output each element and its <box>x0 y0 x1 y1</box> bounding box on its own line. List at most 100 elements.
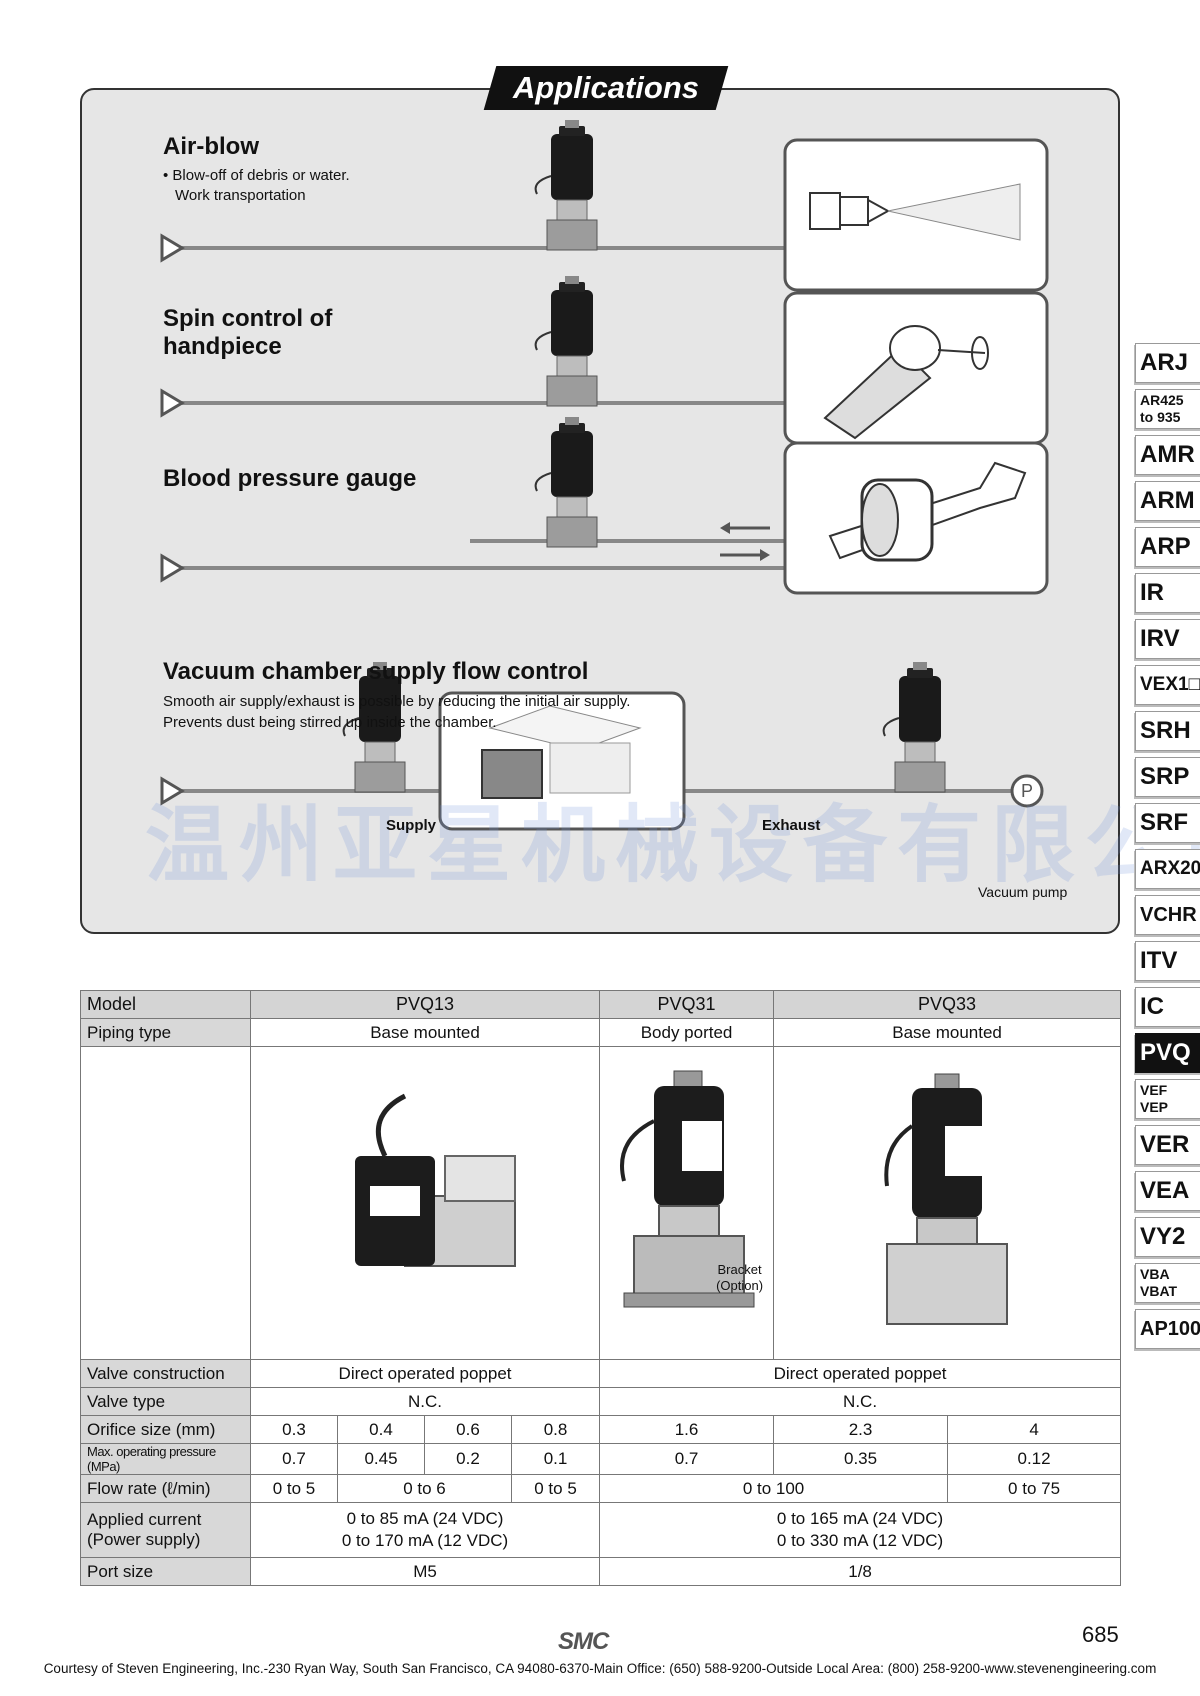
table-row-piping: Piping type Base mounted Body ported Bas… <box>80 1018 1122 1047</box>
model-pvq33: PVQ33 <box>773 990 1122 1019</box>
tab-arx20[interactable]: ARX20 <box>1135 849 1200 889</box>
tab-ir[interactable]: IR <box>1135 573 1200 613</box>
smc-logo: SMC <box>558 1628 609 1655</box>
current-pvq13: 0 to 85 mA (24 VDC) 0 to 170 mA (12 VDC) <box>249 1502 601 1558</box>
valve-type-pvq3x: N.C. <box>599 1387 1122 1416</box>
pvq13-product-image <box>249 1046 601 1360</box>
model-pvq13: PVQ13 <box>249 990 601 1019</box>
table-row-construction: Valve construction Direct operated poppe… <box>80 1359 1122 1388</box>
label-current-line-2: (Power supply) <box>87 1530 201 1549</box>
tab-ar425[interactable]: AR425 to 935 <box>1135 389 1200 429</box>
tab-vef-line-1: VEF <box>1140 1082 1168 1098</box>
piping-pvq31: Body ported <box>599 1018 775 1047</box>
tab-vef-line-2: VEP <box>1140 1099 1169 1115</box>
table-row-flow: Flow rate (ℓ/min) 0 to 5 0 to 6 0 to 5 0… <box>80 1474 1122 1503</box>
label-current-line-1: Applied current <box>87 1510 202 1529</box>
airblow-line-1: • Blow-off of debris or water. <box>163 167 350 184</box>
vacuum-line-2: Prevents dust being stirred up inside th… <box>163 714 497 731</box>
label-piping: Piping type <box>80 1018 251 1047</box>
port-pvq3x: 1/8 <box>599 1557 1122 1586</box>
bracket-label: Bracket (Option) <box>716 1262 763 1294</box>
flow-cell: 0 to 6 <box>337 1474 512 1503</box>
flow-cell: 0 to 5 <box>510 1474 601 1503</box>
tab-vef-vep[interactable]: VEF VEP <box>1135 1079 1200 1119</box>
tab-ap100[interactable]: AP100 <box>1135 1309 1200 1349</box>
pressure-cell: 0.7 <box>250 1443 338 1475</box>
arm-cuff-icon <box>828 461 1027 562</box>
tab-irv[interactable]: IRV <box>1135 619 1200 659</box>
pvq31-product-image: Bracket (Option) <box>599 1046 775 1360</box>
handpiece-icon <box>823 325 989 440</box>
spin-pipe <box>160 275 785 418</box>
piping-pvq33: Base mounted <box>773 1018 1122 1047</box>
table-row-pressure: Max. operating pressure (MPa) 0.7 0.45 0… <box>80 1443 1122 1475</box>
model-pvq31: PVQ31 <box>599 990 775 1019</box>
tab-vchr[interactable]: VCHR <box>1135 895 1200 935</box>
orifice-cell: 0.6 <box>424 1415 512 1444</box>
table-row-images: Bracket (Option) <box>80 1046 1122 1360</box>
tab-vex1[interactable]: VEX1□ <box>1135 665 1200 705</box>
airblow-pipe <box>160 119 785 263</box>
tab-ar425-line-2: to 935 <box>1140 409 1181 425</box>
tab-vba-vbat[interactable]: VBA VBAT <box>1135 1263 1200 1303</box>
current-pvq3x-line-1: 0 to 165 mA (24 VDC) <box>776 1509 944 1528</box>
spec-table: Model PVQ13 PVQ31 PVQ33 Piping type Base… <box>80 990 1122 1586</box>
current-pvq3x: 0 to 165 mA (24 VDC) 0 to 330 mA (12 VDC… <box>599 1502 1122 1558</box>
tab-ic[interactable]: IC <box>1135 987 1200 1027</box>
bracket-label-line-1: Bracket <box>717 1262 762 1277</box>
bracket-label-line-2: (Option) <box>716 1278 764 1293</box>
page-number: 685 <box>1082 1622 1119 1647</box>
tab-srf[interactable]: SRF <box>1135 803 1200 843</box>
tab-vy2[interactable]: VY2 <box>1135 1217 1200 1257</box>
label-valve-type: Valve type <box>80 1387 251 1416</box>
tab-ver[interactable]: VER <box>1135 1125 1200 1165</box>
tab-amr[interactable]: AMR <box>1135 435 1200 475</box>
table-row-port: Port size M5 1/8 <box>80 1557 1122 1586</box>
watermark: 温州亚星机械设备有限公司 <box>145 798 1200 892</box>
pressure-cell: 0.45 <box>337 1443 425 1475</box>
piping-pvq13: Base mounted <box>249 1018 601 1047</box>
nozzle-icon <box>809 183 1021 241</box>
orifice-cell: 0.4 <box>337 1415 425 1444</box>
pressure-cell: 0.7 <box>599 1443 775 1475</box>
vacuum-pump-label: Vacuum pump <box>978 884 1068 900</box>
courtesy-footer: Courtesy of Steven Engineering, Inc.-230… <box>43 1661 1157 1676</box>
orifice-cell: 4 <box>947 1415 1122 1444</box>
orifice-cell: 1.6 <box>599 1415 775 1444</box>
label-port: Port size <box>80 1557 251 1586</box>
tab-pvq[interactable]: PVQ <box>1135 1033 1200 1073</box>
pressure-cell: 0.2 <box>424 1443 512 1475</box>
current-pvq13-line-1: 0 to 85 mA (24 VDC) <box>346 1509 504 1528</box>
label-orifice: Orifice size (mm) <box>80 1415 251 1444</box>
orifice-cell: 0.3 <box>250 1415 338 1444</box>
orifice-cell: 0.8 <box>510 1415 601 1444</box>
current-pvq13-line-2: 0 to 170 mA (12 VDC) <box>341 1531 509 1550</box>
tab-arm[interactable]: ARM <box>1135 481 1200 521</box>
valve-type-pvq13: N.C. <box>249 1387 601 1416</box>
tab-arp[interactable]: ARP <box>1135 527 1200 567</box>
blood-pipe <box>160 416 785 583</box>
orifice-cell: 2.3 <box>773 1415 949 1444</box>
current-pvq3x-line-2: 0 to 330 mA (12 VDC) <box>776 1531 944 1550</box>
exhaust-label: Exhaust <box>762 817 821 834</box>
tab-srp[interactable]: SRP <box>1135 757 1200 797</box>
tab-vea[interactable]: VEA <box>1135 1171 1200 1211</box>
flow-cell: 0 to 75 <box>947 1474 1122 1503</box>
construction-pvq3x: Direct operated poppet <box>599 1359 1122 1388</box>
spin-title-line-2: handpiece <box>163 333 282 360</box>
tab-arj[interactable]: ARJ <box>1135 343 1200 383</box>
label-pressure: Max. operating pressure (MPa) <box>80 1443 251 1475</box>
pvq31-valve-icon <box>620 1070 755 1307</box>
vacuum-line-1: Smooth air supply/exhaust is possible by… <box>163 693 631 710</box>
tab-ar425-line-1: AR425 <box>1140 392 1184 408</box>
tab-itv[interactable]: ITV <box>1135 941 1200 981</box>
chamber-blocks-icon <box>481 705 642 799</box>
label-current: Applied current (Power supply) <box>80 1502 251 1558</box>
tab-srh[interactable]: SRH <box>1135 711 1200 751</box>
pvq33-product-image <box>773 1046 1122 1360</box>
construction-pvq13: Direct operated poppet <box>249 1359 601 1388</box>
pvq33-valve-icon <box>884 1073 1009 1325</box>
pressure-cell: 0.1 <box>510 1443 601 1475</box>
label-flow: Flow rate (ℓ/min) <box>80 1474 251 1503</box>
pvq13-valve-icon <box>355 1093 517 1267</box>
